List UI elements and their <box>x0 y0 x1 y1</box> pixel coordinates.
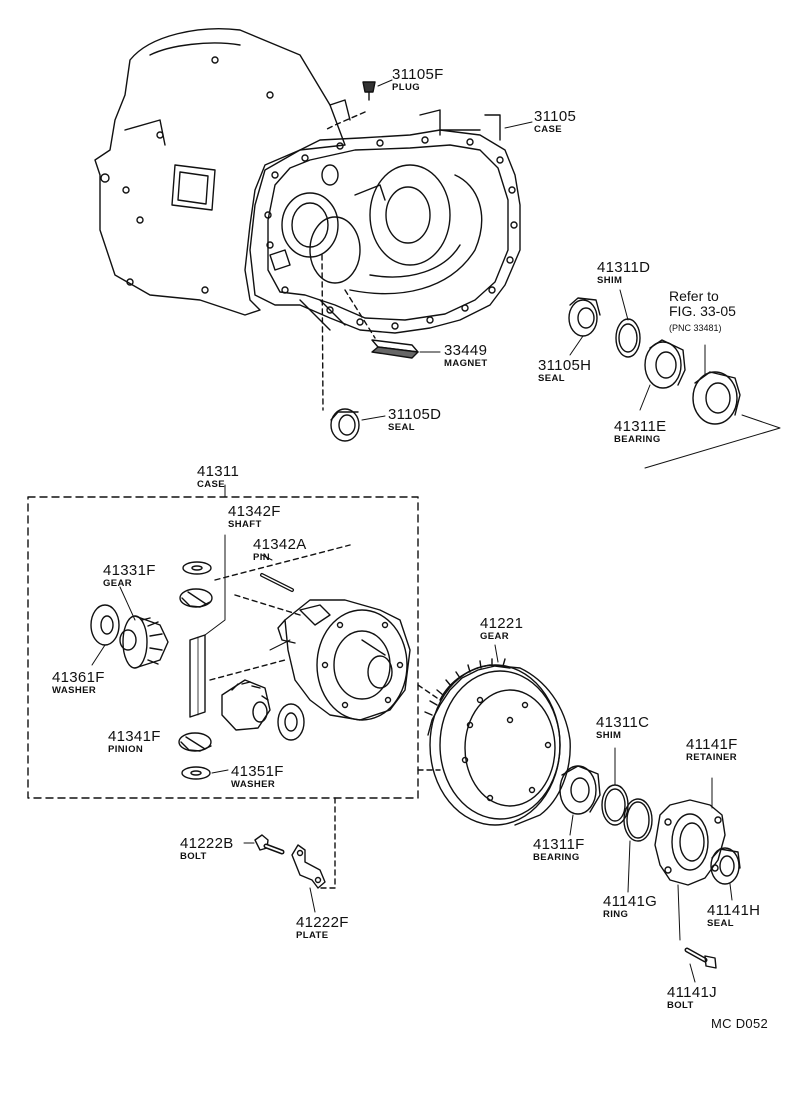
part-name: BOLT <box>180 851 207 862</box>
part-number: 31105D <box>388 406 442 423</box>
part-number: 41221 <box>480 615 524 632</box>
part-number: 41331F <box>103 562 156 579</box>
part-number: 41222F <box>296 914 349 931</box>
part-name: BEARING <box>533 852 580 863</box>
part-name: SHAFT <box>228 519 262 530</box>
reference-line-3: (PNC 33481) <box>669 323 722 333</box>
seal-41141h-part <box>710 847 741 901</box>
part-name: CASE <box>197 479 225 490</box>
part-number: 31105H <box>538 357 592 374</box>
part-number: 41311C <box>596 714 650 731</box>
part-name: PINION <box>108 744 144 755</box>
right-bearing-group <box>568 289 781 469</box>
part-number: 41311F <box>533 836 585 853</box>
o-ring-part <box>623 798 653 893</box>
pin-part <box>214 544 351 616</box>
part-number: 41141G <box>603 893 658 910</box>
part-name: SEAL <box>707 918 734 929</box>
part-number: 41222B <box>180 835 234 852</box>
part-number: 33449 <box>444 342 488 359</box>
part-name: BEARING <box>614 434 661 445</box>
figure-code: MC D052 <box>711 1016 769 1031</box>
part-number: 41141F <box>686 736 738 753</box>
pinion-shaft-part <box>189 534 286 718</box>
side-gear-part <box>119 586 169 669</box>
part-number: 41342F <box>228 503 281 520</box>
part-name: RING <box>603 909 629 920</box>
part-name: SHIM <box>596 730 622 741</box>
part-name: CASE <box>534 124 562 135</box>
part-number: 31105F <box>392 66 444 83</box>
part-name: PIN <box>253 552 271 563</box>
part-number: 31105 <box>534 108 577 125</box>
part-number: 41141H <box>707 902 761 919</box>
bolt-plate-group <box>243 797 336 913</box>
reference-line-1: Refer to <box>669 288 719 304</box>
part-name: PLATE <box>296 930 329 941</box>
part-name: WASHER <box>52 685 97 696</box>
part-number: 41341F <box>108 728 161 745</box>
bearing-retainer-part <box>654 777 726 941</box>
part-name: GEAR <box>103 578 133 589</box>
reference-note: Refer to FIG. 33-05 (PNC 33481) <box>669 289 736 336</box>
side-bearing-part <box>559 765 601 836</box>
part-name: PLUG <box>392 82 420 93</box>
part-name: SEAL <box>538 373 565 384</box>
leader-case <box>504 121 533 129</box>
reference-line-2[interactable]: FIG. 33-05 <box>669 303 736 319</box>
ring-gear-part <box>417 644 571 826</box>
thrust-washers-bottom <box>178 732 229 780</box>
part-name: WASHER <box>231 779 276 790</box>
part-name: SEAL <box>388 422 415 433</box>
part-number: 41351F <box>231 763 284 780</box>
part-name: SHIM <box>597 275 623 286</box>
part-number: 41311E <box>614 418 667 435</box>
part-number: 41361F <box>52 669 105 686</box>
pinion-part <box>221 679 305 741</box>
differential-box <box>27 484 419 799</box>
bolt-41141j-part <box>684 947 717 983</box>
differential-case-part <box>269 599 411 721</box>
part-name: MAGNET <box>444 358 488 369</box>
part-name: GEAR <box>480 631 510 642</box>
thrust-washers-top <box>179 561 213 608</box>
side-washer-part <box>90 604 120 666</box>
transaxle-case <box>94 28 521 334</box>
part-number: 41311 <box>197 463 240 480</box>
part-number: 41342A <box>253 536 307 553</box>
part-name: RETAINER <box>686 752 738 763</box>
magnet-part <box>344 289 441 359</box>
part-name: BOLT <box>667 1000 694 1011</box>
part-number: 41141J <box>667 984 717 1001</box>
part-number: 41311D <box>597 259 651 276</box>
plug-part <box>324 79 393 131</box>
seal-31105d-part <box>321 254 386 442</box>
